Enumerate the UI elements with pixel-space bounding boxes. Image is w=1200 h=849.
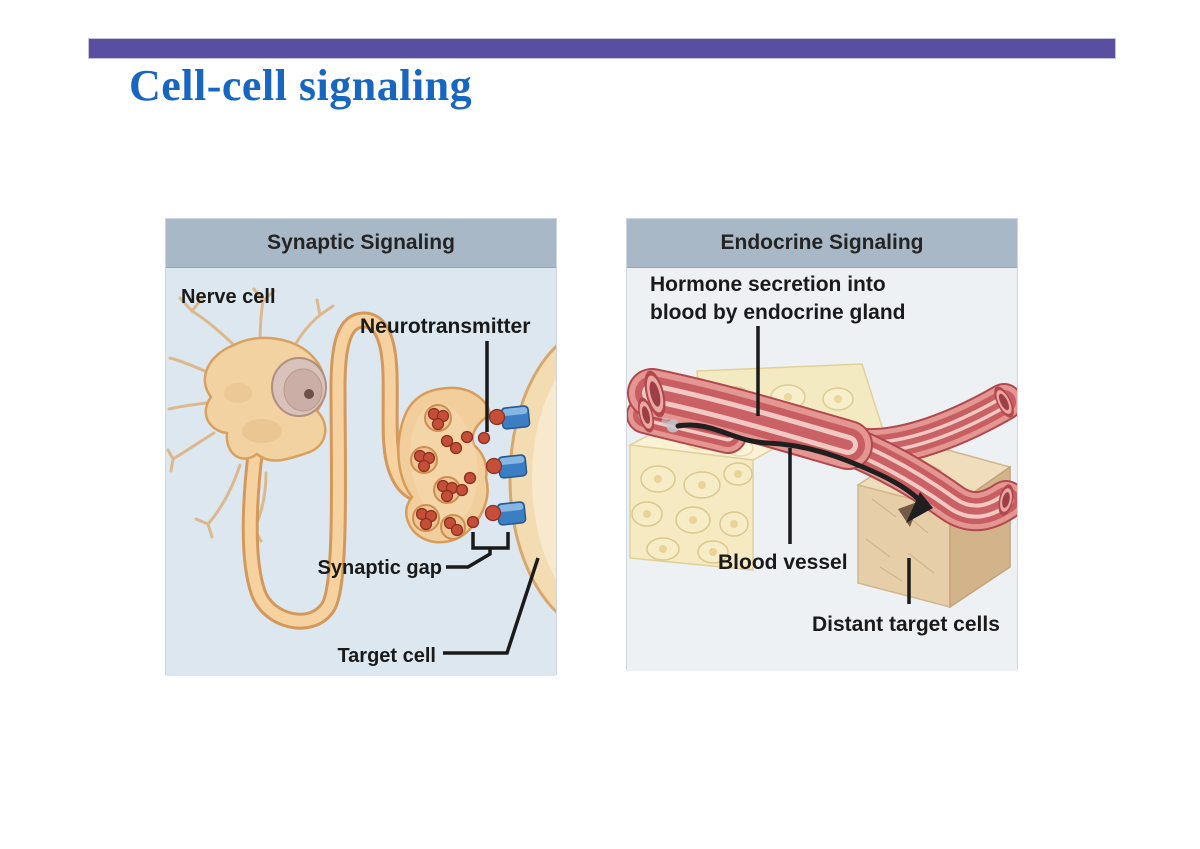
axon-terminal — [397, 386, 492, 544]
page-title: Cell-cell signaling — [129, 61, 473, 110]
hormone-secretion-label-line1: Hormone secretion into — [650, 273, 886, 296]
nucleus — [271, 357, 327, 417]
synaptic-panel-body: Nerve cell Neurotransmitter Synaptic gap… — [166, 268, 556, 676]
endocrine-panel: Endocrine Signaling — [626, 218, 1018, 671]
endocrine-panel-title: Endocrine Signaling — [720, 231, 924, 254]
neurotransmitter-dots — [440, 430, 491, 529]
synaptic-gap-label: Synaptic gap — [318, 557, 442, 579]
top-accent-bar — [88, 38, 1116, 59]
nerve-cell-body — [203, 336, 327, 462]
hormone-path-arrow — [661, 417, 933, 523]
nerve-cell-label: Nerve cell — [181, 286, 276, 308]
endocrine-panel-body: Hormone secretion into blood by endocrin… — [627, 268, 1017, 671]
distant-target-cells-label: Distant target cells — [812, 613, 1000, 636]
endocrine-panel-header: Endocrine Signaling — [627, 219, 1017, 268]
vessel-openings — [637, 370, 1014, 516]
synaptic-panel-header: Synaptic Signaling — [166, 219, 556, 268]
synaptic-diagram: Nerve cell Neurotransmitter Synaptic gap… — [166, 286, 556, 667]
endocrine-diagram: Hormone secretion into blood by endocrin… — [627, 273, 1017, 636]
axon — [241, 311, 428, 630]
receptors — [484, 405, 531, 526]
target-cell-shape — [508, 344, 556, 614]
neurotransmitter-label: Neurotransmitter — [360, 315, 530, 338]
hormone-secretion-label-line2: blood by endocrine gland — [650, 301, 906, 324]
synaptic-gap-bracket — [446, 532, 510, 569]
synaptic-panel: Synaptic Signaling — [165, 218, 557, 676]
synaptic-panel-title: Synaptic Signaling — [267, 231, 455, 254]
target-cell-pointer-line — [443, 557, 540, 655]
blood-vessel-label: Blood vessel — [718, 551, 848, 574]
synaptic-vesicles — [410, 404, 466, 540]
target-cell-label: Target cell — [337, 645, 436, 667]
